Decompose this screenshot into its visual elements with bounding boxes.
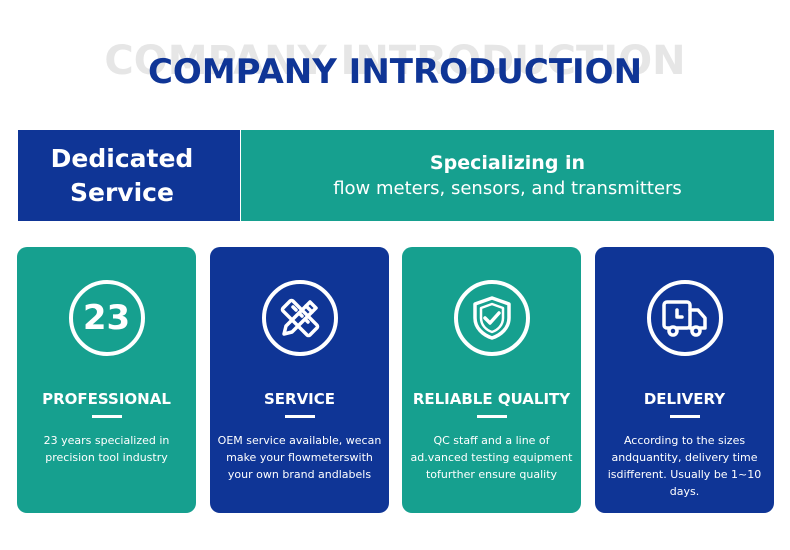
number-23-icon: 23 (68, 280, 145, 356)
card-professional: 23 PROFESSIONAL 23 years specialized in … (17, 247, 196, 513)
delivery-truck-icon (646, 280, 723, 356)
title-background-text: COMPANY INTRODUCTION (104, 38, 686, 84)
card-service: SERVICE OEM service available, wecan mak… (210, 247, 389, 513)
card-description: QC staff and a line of ad.vanced testing… (410, 434, 573, 481)
specialization-block: Specializing in flow meters, sensors, an… (241, 130, 774, 221)
shield-check-icon (453, 280, 530, 356)
title-underline (669, 415, 700, 418)
dedicated-service-block: Dedicated Service (18, 130, 240, 221)
card-title: PROFESSIONAL (42, 390, 171, 408)
card-title: SERVICE (263, 390, 336, 408)
service-label: Service (70, 177, 174, 207)
title-underline (284, 415, 315, 418)
card-delivery: DELIVERY According to the sizes andquant… (595, 247, 774, 513)
page-title: COMPANY INTRODUCTION (147, 52, 643, 92)
card-description: 23 years specialized in precision tool i… (43, 434, 170, 464)
card-reliable-quality: RELIABLE QUALITY QC staff and a line of … (402, 247, 581, 513)
card-title: DELIVERY (643, 390, 726, 408)
card-description: OEM service available, wecan make your f… (217, 434, 382, 481)
specialization-title: Specializing in (429, 152, 586, 174)
intro-banner: Dedicated Service Specializing in flow m… (18, 130, 774, 221)
section-title: COMPANY INTRODUCTION COMPANY INTRODUCTIO… (0, 38, 790, 98)
title-underline (476, 415, 507, 418)
dedicated-label: Dedicated (50, 143, 194, 173)
title-underline (91, 415, 122, 418)
years-number: 23 (82, 298, 131, 338)
card-title: RELIABLE QUALITY (412, 390, 571, 408)
card-description: According to the sizes andquantity, deli… (607, 434, 762, 498)
pencil-ruler-icon (261, 280, 338, 356)
specialization-subtitle: flow meters, sensors, and transmitters (333, 178, 682, 199)
